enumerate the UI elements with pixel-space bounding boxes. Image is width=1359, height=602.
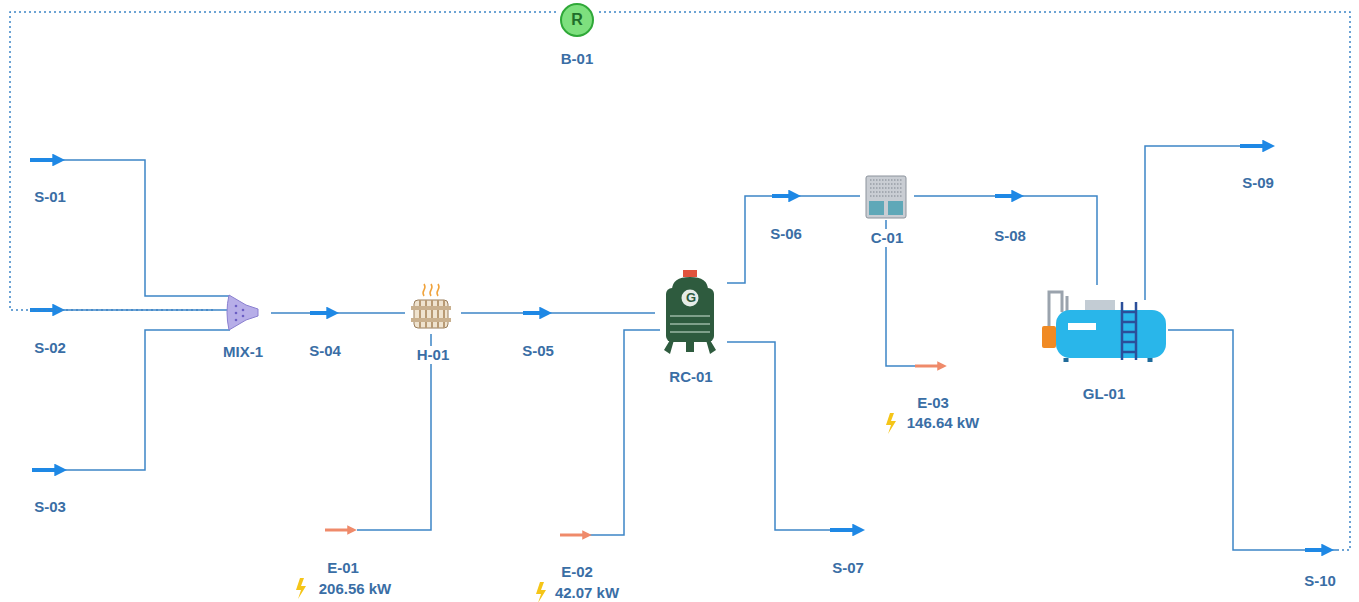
equipment-tag: H-01 [415, 346, 452, 364]
equipment-node: C-01 [860, 172, 914, 248]
stream-tag: S-05 [520, 342, 556, 360]
stream-arrow [30, 158, 60, 162]
cooler-icon [866, 176, 906, 218]
stream-line [914, 196, 1097, 285]
stream-line [1145, 146, 1270, 300]
stream-line [30, 309, 230, 311]
duty-value: 206.56 kW [317, 580, 394, 598]
equipment-node: MIX-1 [215, 290, 271, 364]
recycle-letter: R [571, 11, 583, 29]
heater-icon [411, 284, 451, 328]
stream-tag: S-10 [1302, 572, 1338, 590]
stream-line [727, 196, 860, 283]
stream-arrow [1240, 144, 1270, 148]
equipment-node: H-01 [405, 288, 461, 366]
energy-tag: E-03 [915, 394, 951, 412]
stream-arrow [32, 468, 62, 472]
power-bolts [296, 413, 896, 602]
flow-arrowhead [310, 311, 334, 315]
equipment-node: GL-01 [1040, 285, 1168, 405]
energy-arrow [560, 534, 588, 537]
stream-tag: S-09 [1240, 174, 1276, 192]
stream-lines [30, 146, 1270, 535]
stream-connector [914, 196, 1097, 285]
stream-line [30, 160, 230, 296]
stream-connector [10, 12, 556, 310]
stream-tag: S-06 [768, 225, 804, 243]
flow-arrowhead [1305, 548, 1329, 552]
duty-value: 42.07 kW [553, 584, 621, 602]
stream-tag: S-04 [307, 342, 343, 360]
equipment-node: R B-01 [556, 2, 598, 70]
duty-value: 146.64 kW [905, 414, 982, 432]
energy-tag: E-01 [325, 559, 361, 577]
stream-connector [271, 313, 405, 314]
stream-tag: S-03 [32, 498, 68, 516]
recycle-line [598, 12, 1350, 550]
stream-arrow [830, 528, 860, 532]
stream-connector [598, 12, 1350, 550]
bolt-icon [536, 582, 546, 602]
flow-arrowhead [772, 194, 796, 198]
flow-arrowhead [523, 311, 547, 315]
stream-line [461, 312, 655, 314]
reactor-letter: G [686, 289, 696, 307]
flow-arrowhead [995, 194, 1019, 198]
stream-tag: S-07 [830, 559, 866, 577]
equipment-tag: B-01 [559, 50, 596, 68]
equipment-node: G RC-01 [655, 268, 727, 388]
energy-tag: E-02 [559, 563, 595, 581]
stream-connector [727, 196, 860, 283]
equipment-tag: RC-01 [667, 368, 714, 386]
stream-line [727, 342, 860, 530]
stream-tag: S-08 [992, 227, 1028, 245]
recycle-line [10, 12, 556, 310]
mixer-icon [227, 295, 258, 330]
recycle-icon [561, 4, 593, 36]
equipment-tag: C-01 [869, 229, 906, 247]
stream-arrows [30, 146, 1270, 530]
bolt-icon [886, 413, 896, 434]
energy-arrow [325, 529, 353, 532]
separator-icon [1042, 292, 1166, 362]
stream-connector [461, 313, 655, 314]
stream-line [32, 330, 230, 470]
energy-line [590, 330, 660, 535]
stream-line [1168, 330, 1337, 550]
stream-tag: S-02 [32, 339, 68, 357]
bolt-icon [296, 578, 306, 599]
equipment-tag: MIX-1 [221, 343, 265, 361]
reactor-icon [664, 270, 716, 354]
stream-line [271, 312, 405, 314]
stream-arrow [30, 308, 60, 312]
energy-arrows [325, 366, 943, 535]
equipment-tag: GL-01 [1081, 385, 1128, 403]
energy-arrow [915, 365, 943, 368]
stream-tag: S-01 [32, 188, 68, 206]
